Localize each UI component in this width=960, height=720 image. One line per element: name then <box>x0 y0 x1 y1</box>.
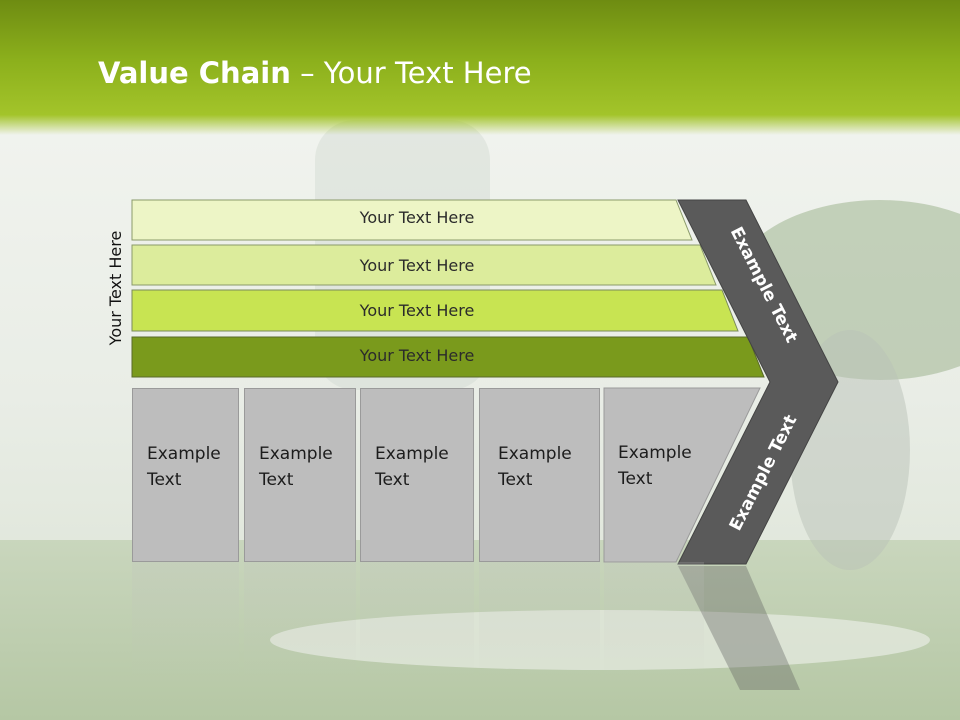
box-4-reflection <box>479 562 600 682</box>
box-4-line1: Example <box>498 444 572 464</box>
box-1-line1: Example <box>147 444 221 464</box>
box-5-line2: Text <box>618 469 653 489</box>
box-1-reflection <box>132 562 239 682</box>
chevron-reflection <box>678 566 800 690</box>
box-3-line1: Example <box>375 444 449 464</box>
title-rest: – Your Text Here <box>290 56 532 90</box>
bar-2-label: Your Text Here <box>359 256 475 275</box>
box-4-line2: Text <box>498 470 533 490</box>
box-2-line1: Example <box>259 444 333 464</box>
bar-3 <box>131 289 739 332</box>
box-2-line2: Text <box>259 470 294 490</box>
box-5-line1: Example <box>618 443 692 463</box>
box-3-reflection <box>360 562 474 682</box>
bar-1 <box>131 199 693 241</box>
box-2-reflection <box>244 562 356 682</box>
bar-1-label: Your Text Here <box>359 208 475 227</box>
box-5-reflection <box>604 562 704 682</box>
chevron-shape <box>677 199 839 565</box>
last-box-slant <box>603 387 761 563</box>
bar-2 <box>131 244 717 286</box>
box-3-line2: Text <box>375 470 410 490</box>
bar-3-label: Your Text Here <box>359 301 475 320</box>
box-1-line2: Text <box>147 470 182 490</box>
title-bold: Value Chain <box>98 56 291 90</box>
bar-4 <box>131 336 765 378</box>
page-title: Value Chain – Your Text Here <box>98 56 532 90</box>
header-band <box>0 0 960 135</box>
bar-4-label: Your Text Here <box>359 346 475 365</box>
